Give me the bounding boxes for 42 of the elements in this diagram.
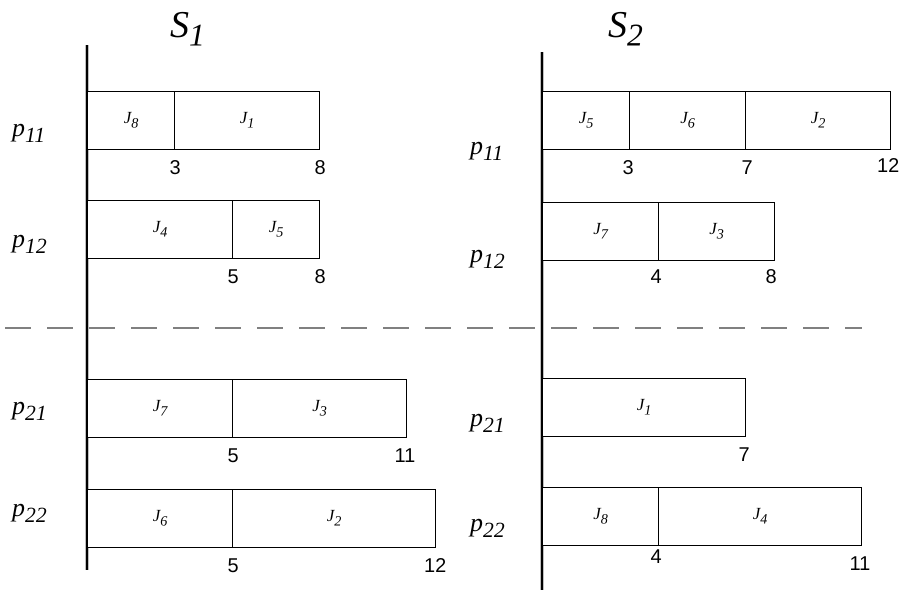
job-bar: J$_{4}$ bbox=[658, 487, 862, 546]
processor-label: p$_{22}$ bbox=[470, 510, 505, 542]
job-bar: J$_{8}$ bbox=[542, 487, 659, 546]
time-tick: 8 bbox=[314, 158, 326, 178]
time-tick: 5 bbox=[228, 267, 239, 287]
time-tick: 11 bbox=[850, 554, 870, 574]
job-bar: J$_{6}$ bbox=[629, 91, 746, 150]
processor-label: p$_{11}$ bbox=[12, 115, 46, 147]
job-bar: J$_{5}$ bbox=[232, 200, 320, 259]
time-tick: 7 bbox=[738, 445, 750, 465]
job-bar: J$_{1}$ bbox=[542, 378, 746, 437]
job-bar: J$_{7}$ bbox=[542, 202, 659, 261]
job-bar: J$_{5}$ bbox=[542, 91, 630, 150]
time-tick: 5 bbox=[228, 446, 239, 466]
job-bar: J$_{7}$ bbox=[87, 379, 233, 438]
time-tick: 8 bbox=[766, 267, 777, 287]
time-tick: 3 bbox=[622, 158, 634, 178]
time-tick: 12 bbox=[424, 556, 446, 576]
time-tick: 5 bbox=[228, 556, 239, 576]
job-bar: J$_{1}$ bbox=[174, 91, 320, 150]
processor-label: p$_{12}$ bbox=[470, 241, 505, 273]
job-bar: J$_{3}$ bbox=[232, 379, 407, 438]
job-bar: J$_{4}$ bbox=[87, 200, 233, 259]
job-bar: J$_{6}$ bbox=[87, 489, 233, 548]
processor-label: p$_{12}$ bbox=[12, 226, 47, 258]
job-bar: J$_{2}$ bbox=[745, 91, 891, 150]
processor-label: p$_{11}$ bbox=[470, 133, 504, 165]
job-bar: J$_{2}$ bbox=[232, 489, 436, 548]
time-tick: 12 bbox=[877, 156, 900, 176]
processor-label: p$_{21}$ bbox=[470, 405, 505, 437]
processor-label: p$_{22}$ bbox=[12, 495, 47, 527]
time-tick: 4 bbox=[650, 267, 662, 287]
processor-label: p$_{21}$ bbox=[12, 393, 47, 425]
time-tick: 11 bbox=[394, 446, 416, 466]
time-tick: 4 bbox=[650, 547, 662, 567]
time-tick: 8 bbox=[314, 267, 326, 287]
job-bar: J$_{8}$ bbox=[87, 91, 175, 150]
schedule-heading: S$_{2}$ bbox=[608, 6, 643, 52]
time-tick: 3 bbox=[170, 158, 181, 178]
time-tick: 7 bbox=[742, 158, 753, 178]
job-bar: J$_{3}$ bbox=[658, 202, 775, 261]
schedule-heading: S$_{1}$ bbox=[170, 6, 205, 52]
